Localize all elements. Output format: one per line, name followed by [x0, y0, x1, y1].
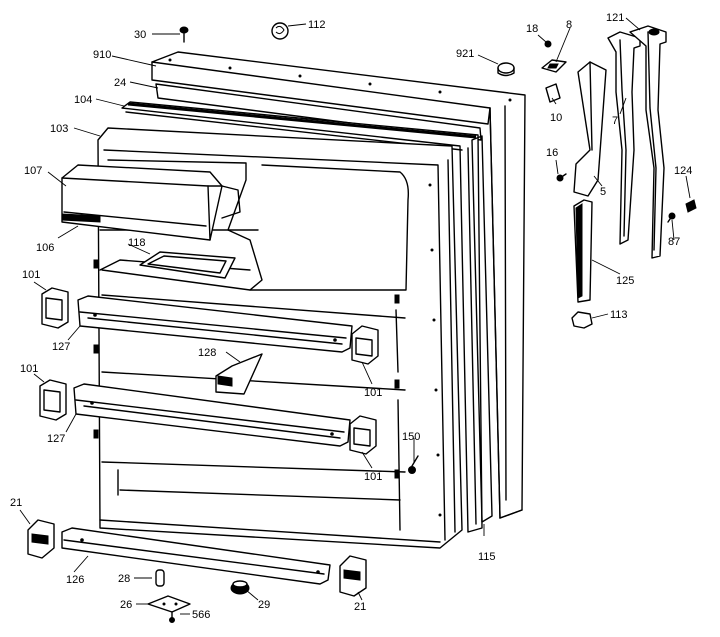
label-127-lower: 127	[47, 433, 65, 445]
screw-87	[667, 212, 676, 223]
label-124: 124	[674, 165, 692, 177]
bottom-door-rail	[61, 527, 331, 585]
label-8: 8	[566, 19, 572, 31]
door-edge-strip	[471, 135, 493, 523]
label-910: 910	[93, 49, 111, 61]
screw-16	[556, 173, 567, 182]
label-107: 107	[24, 165, 42, 177]
butter-tray	[139, 251, 236, 279]
hinge-arm-121	[629, 25, 667, 259]
plug-112	[271, 22, 289, 40]
screw-150	[408, 455, 419, 474]
screw-124	[685, 199, 697, 213]
label-112: 112	[308, 19, 326, 31]
label-18: 18	[526, 23, 538, 35]
cover-113	[571, 311, 593, 329]
label-104: 104	[74, 94, 92, 106]
outer-door-panel	[151, 51, 526, 519]
label-101-left-lower: 101	[20, 363, 38, 375]
button-921	[497, 62, 515, 77]
door-liner-strip	[155, 83, 482, 141]
label-127-upper: 127	[52, 341, 70, 353]
label-7: 7	[612, 115, 618, 127]
label-126: 126	[66, 574, 84, 586]
label-125: 125	[616, 275, 634, 287]
strike-plate-125	[573, 199, 593, 303]
label-121: 121	[606, 12, 624, 24]
shelf-retainer-right-upper	[351, 325, 379, 365]
label-24: 24	[114, 77, 126, 89]
label-106: 106	[36, 242, 54, 254]
label-16: 16	[546, 147, 558, 159]
label-150: 150	[402, 431, 420, 443]
label-115: 115	[478, 551, 496, 563]
label-118: 118	[128, 237, 146, 249]
label-5: 5	[600, 186, 606, 198]
label-128: 128	[198, 347, 216, 359]
label-28: 28	[118, 573, 130, 585]
door-stop-bracket-5	[573, 61, 607, 197]
shelf-retainer-right-lower	[349, 415, 377, 455]
shelf-bracket	[215, 353, 263, 395]
screw-18	[544, 40, 552, 48]
label-26: 26	[120, 599, 132, 611]
screw-30	[179, 26, 189, 43]
spacer-28	[155, 569, 165, 587]
shelf-retainer-left-upper	[41, 287, 69, 329]
hinge-clip-right	[339, 555, 367, 597]
label-21-right: 21	[354, 601, 366, 613]
shelf-retainer-left-lower	[39, 379, 67, 421]
hinge-clip-left	[27, 519, 55, 559]
label-921: 921	[456, 48, 474, 60]
bushing-10	[545, 83, 561, 103]
hinge-pin-8	[541, 59, 567, 73]
label-101-left-upper: 101	[22, 269, 40, 281]
plate-26	[147, 595, 191, 623]
label-10: 10	[550, 112, 562, 124]
label-87: 87	[668, 236, 680, 248]
dairy-compartment-door	[61, 164, 241, 241]
hinge-arm-7	[607, 31, 641, 245]
cap-29	[230, 580, 250, 595]
label-21-left: 21	[10, 497, 22, 509]
label-113: 113	[610, 309, 628, 321]
label-29: 29	[258, 599, 270, 611]
label-103: 103	[50, 123, 68, 135]
leader-lines	[19, 17, 691, 615]
label-101-right-upper: 101	[364, 387, 382, 399]
part-labels: 30 112 910 24 104 103 107 106 118 101 12…	[10, 12, 692, 621]
label-30: 30	[134, 29, 146, 41]
label-101-right-lower: 101	[364, 471, 382, 483]
label-566: 566	[192, 609, 210, 621]
